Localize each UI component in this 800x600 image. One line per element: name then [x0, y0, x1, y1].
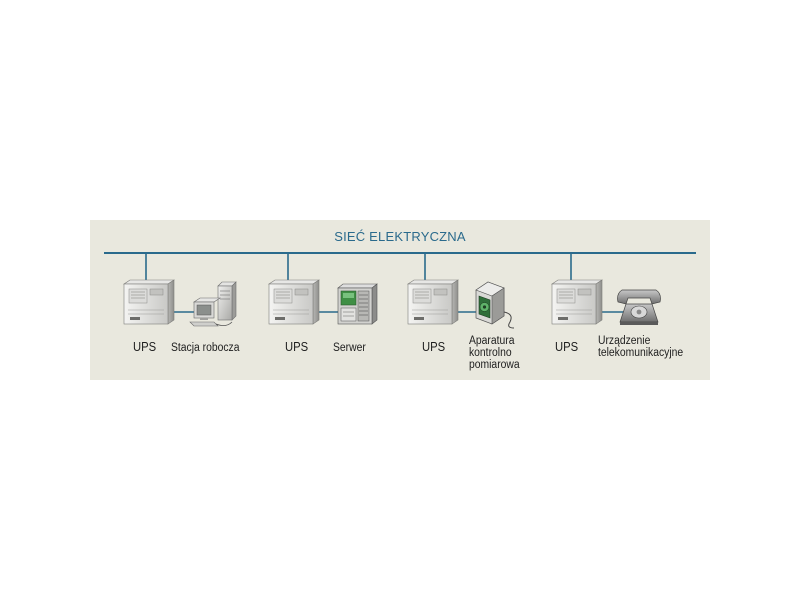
device-label: Serwer	[333, 342, 366, 354]
device-label: Stacja robocza	[171, 342, 240, 354]
ups-label: UPS	[422, 340, 446, 354]
bus-title: SIEĆ ELEKTRYCZNA	[334, 229, 466, 244]
diagram-panel: SIEĆ ELEKTRYCZNA	[90, 220, 710, 380]
ups-label: UPS	[285, 340, 309, 354]
telephone-icon	[617, 289, 661, 325]
workstation-icon	[189, 281, 237, 327]
ups-label: UPS	[133, 340, 157, 354]
ups-icon	[407, 279, 459, 325]
ups-icon	[123, 279, 175, 325]
server-icon	[337, 283, 378, 325]
diagram-canvas	[104, 252, 696, 329]
device-label: Urządzenie telekomunikacyjne	[598, 335, 684, 359]
ups-label: UPS	[555, 340, 579, 354]
ups-icon	[551, 279, 603, 325]
device-label: Aparatura kontrolno pomiarowa	[469, 335, 520, 371]
ups-icon	[268, 279, 320, 325]
measurement-instrument-icon	[475, 281, 515, 329]
